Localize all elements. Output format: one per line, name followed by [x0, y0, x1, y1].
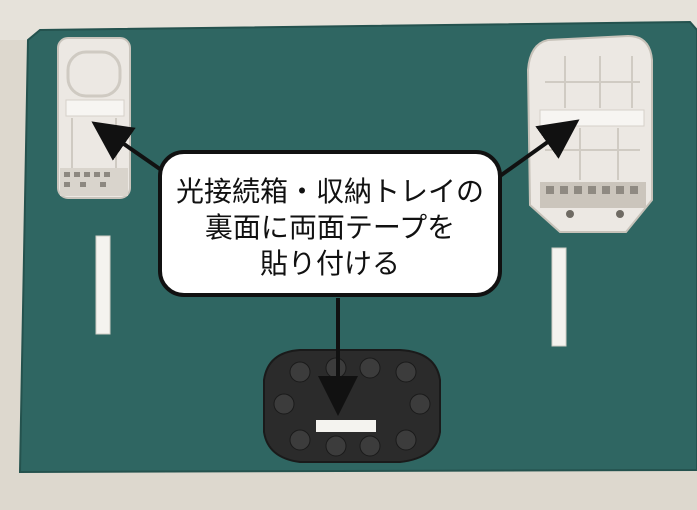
- arrow-to-right-tray: [498, 119, 580, 178]
- closure-box-tape: [316, 420, 376, 432]
- callout-line-1: 光接続箱・収納トレイの: [175, 174, 484, 208]
- left-tape-strip: [95, 235, 111, 335]
- callout-box: [158, 150, 502, 297]
- callout-text: 光接続箱・収納トレイの 裏面に両面テープを 貼り付ける: [160, 160, 500, 295]
- left-storage-tray: [57, 37, 131, 199]
- right-closure-tray: [526, 34, 653, 233]
- arrow-to-left-tray: [91, 121, 172, 178]
- callout-line-3: 貼り付ける: [259, 246, 400, 280]
- callout-line-2: 裏面に両面テープを: [204, 210, 456, 244]
- right-tape-strip: [551, 247, 567, 347]
- black-closure-box: [263, 349, 441, 463]
